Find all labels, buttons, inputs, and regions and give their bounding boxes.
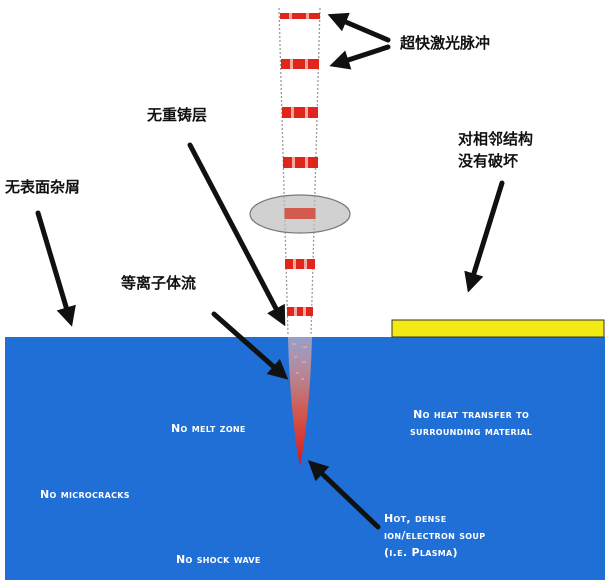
arrow-surface-debris [35,210,76,327]
laser-pulses [280,13,320,316]
laser-pulse [285,259,315,269]
laser-pulse [287,307,313,316]
label-no-adjacent-damage: 对相邻结构 没有破坏 [458,128,533,172]
label-no-adjacent-damage-line1: 对相邻结构 [458,130,534,148]
arrow-plasma-soup [307,460,381,530]
adjacent-structure [391,319,605,338]
label-ultrafast-pulse: 超快激光脉冲 [400,34,491,52]
annotation-plasma-line1: Hot, dense [384,512,447,525]
annotation-no-microcracks: No microcracks [40,488,130,501]
arrow-adjacent-structure [464,180,505,293]
label-no-adjacent-damage-line2: 没有破坏 [458,152,519,170]
laser-pulse [282,107,318,118]
plasma-sparks [292,343,307,380]
label-no-surface-debris: 无表面杂屑 [5,178,81,196]
annotation-no-heat-transfer-line1: No heat transfer to [413,408,530,421]
annotation-no-heat-transfer: No heat transfer to surrounding material [410,406,532,440]
laser-pulse [280,13,320,19]
annotation-plasma-soup: Hot, dense ion/electron soup (i.e. Plasm… [384,510,485,561]
annotation-no-shock-wave: No shock wave [176,553,261,566]
annotation-no-melt-zone: No melt zone [171,422,246,435]
plasma-plume [288,337,312,466]
arrow-pulse-second [329,44,391,70]
arrow-plasma-flow [211,311,289,380]
annotation-plasma-line3: (i.e. Plasma) [384,546,458,559]
label-plasma-flow: 等离子体流 [121,274,197,292]
arrow-pulse-top [327,12,391,43]
laser-beam [278,7,321,336]
laser-pulse [283,157,318,168]
annotation-plasma-line2: ion/electron soup [384,529,486,542]
label-no-recast-layer: 无重铸层 [147,106,208,124]
arrow-recast-layer [187,142,286,327]
annotation-no-heat-transfer-line2: surrounding material [410,425,533,438]
laser-pulse [281,59,319,69]
